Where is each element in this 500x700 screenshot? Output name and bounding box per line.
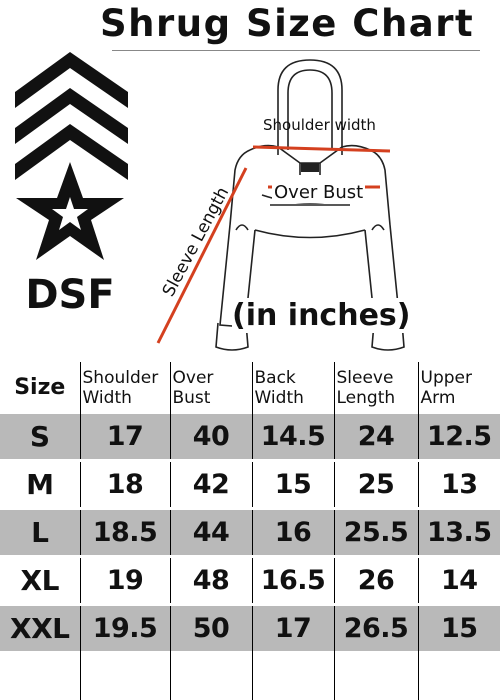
- table-cell: 15: [251, 459, 334, 509]
- shoulder-measure-line: [252, 145, 391, 153]
- table-cell: 25: [333, 459, 418, 509]
- table-cell: 50: [169, 603, 252, 651]
- column-header: Upper Arm: [417, 362, 500, 414]
- table-cell: 14.5: [251, 414, 334, 461]
- star-icon: [16, 162, 124, 260]
- units-label: (in inches): [232, 298, 411, 333]
- over-bust-label: Over Bust: [272, 182, 366, 203]
- table-cell: 18.5: [79, 507, 170, 557]
- chevron-stripes-icon: [15, 52, 128, 180]
- table-cell: 48: [169, 555, 252, 605]
- table-cell: 44: [169, 507, 252, 557]
- size-cell: S: [0, 414, 80, 461]
- table-cell: 17: [251, 603, 334, 651]
- table-cell: 18: [79, 459, 170, 509]
- table-cell: 17: [79, 414, 170, 461]
- table-cell: 24: [333, 414, 418, 461]
- column-header: Shoulder Width: [79, 362, 170, 414]
- shoulder-width-label: Shoulder width: [263, 116, 376, 134]
- column-header: Sleeve Length: [333, 362, 418, 414]
- table-cell: 14: [417, 555, 500, 605]
- size-cell: M: [0, 459, 80, 509]
- column-divider: [80, 638, 81, 700]
- sleeve-measure-line: [156, 167, 248, 344]
- column-header: Over Bust: [169, 362, 252, 414]
- table-cell: 26: [333, 555, 418, 605]
- column-divider: [170, 638, 171, 700]
- table-cell: 13.5: [417, 507, 500, 557]
- size-table: Size Shoulder Width Over Bust Back Width…: [0, 362, 500, 651]
- table-cell: 25.5: [333, 507, 418, 557]
- table-cell: 42: [169, 459, 252, 509]
- table-row: XL 19 48 16.5 26 14: [0, 555, 500, 605]
- column-divider: [334, 638, 335, 700]
- title-divider: [112, 50, 480, 51]
- table-row: XXL 19.5 50 17 26.5 15: [0, 603, 500, 651]
- table-row: M 18 42 15 25 13: [0, 459, 500, 509]
- table-cell: 40: [169, 414, 252, 461]
- brand-name: DSF: [25, 272, 114, 315]
- column-header: Back Width: [251, 362, 334, 414]
- size-cell: XL: [0, 555, 80, 605]
- table-header-row: Size Shoulder Width Over Bust Back Width…: [0, 362, 500, 414]
- brand-logo: DSF: [15, 52, 128, 315]
- table-cell: 26.5: [333, 603, 418, 651]
- table-cell: 19.5: [79, 603, 170, 651]
- table-cell: 12.5: [417, 414, 500, 461]
- size-cell: XXL: [0, 603, 80, 651]
- table-cell: 16.5: [251, 555, 334, 605]
- table-cell: 13: [417, 459, 500, 509]
- table-cell: 15: [417, 603, 500, 651]
- page-title: Shrug Size Chart: [100, 2, 475, 45]
- clasp-icon: [301, 163, 319, 172]
- table-row: L 18.5 44 16 25.5 13.5: [0, 507, 500, 557]
- column-divider-extensions: [0, 638, 500, 700]
- column-divider: [252, 638, 253, 700]
- column-header: Size: [14, 375, 66, 400]
- size-cell: L: [0, 507, 80, 557]
- table-row: S 17 40 14.5 24 12.5: [0, 414, 500, 461]
- column-divider: [418, 638, 419, 700]
- table-cell: 16: [251, 507, 334, 557]
- table-cell: 19: [79, 555, 170, 605]
